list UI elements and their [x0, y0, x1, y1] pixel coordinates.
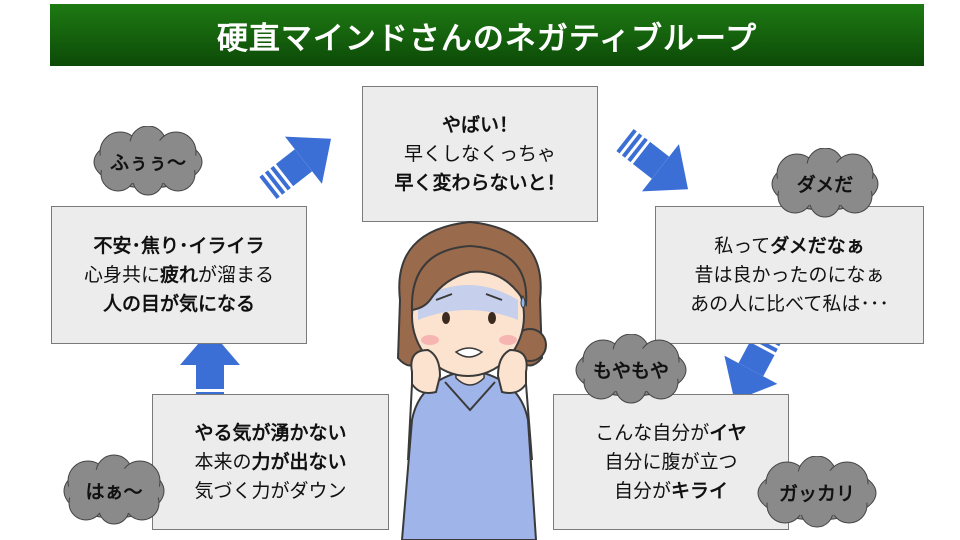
- cloud-moya: もやもや: [570, 333, 692, 404]
- cloud-shape: [771, 147, 879, 218]
- box-top: やばい！ 早くしなくっちゃ 早く変わらないと！: [362, 86, 598, 222]
- box-bottom-left-line2: 本来の力が出ない: [194, 450, 347, 473]
- box-right: 私ってダメだなぁ 昔は良かったのになぁ あの人に比べて私は･･･: [655, 206, 924, 344]
- box-bottom-left-line1: やる気が湧かない: [194, 421, 347, 444]
- box-top-line1: やばい！: [441, 113, 518, 136]
- cloud-shape: [93, 125, 203, 196]
- box-top-line2: 早くしなくっちゃ: [403, 142, 556, 165]
- cloud-dame: ダメだ: [766, 147, 884, 218]
- box-right-line2: 昔は良かったのになぁ: [694, 263, 885, 286]
- box-bottom-right: こんな自分がイヤ 自分に腹が立つ 自分がキライ: [553, 394, 789, 530]
- cloud-shape: [757, 455, 877, 528]
- diagram-title: 硬直マインドさんのネガティブループ: [50, 4, 924, 66]
- box-right-line3: あの人に比べて私は･･･: [690, 292, 889, 315]
- box-bottom-right-line1: こんな自分がイヤ: [595, 421, 747, 444]
- box-top-line3: 早く変わらないと！: [394, 171, 566, 194]
- box-left-line2: 心身共に疲れが溜まる: [83, 263, 275, 286]
- cloud-dame-label: ダメだ: [796, 173, 854, 196]
- cloud-haa-label: はぁ〜: [85, 480, 143, 503]
- cloud-gakkari: ガッカリ: [752, 455, 882, 528]
- cloud-fuu: ふぅぅ〜: [88, 125, 208, 196]
- cloud-shape: [63, 454, 165, 525]
- cloud-haa: はぁ〜: [58, 454, 170, 526]
- cloud-gakkari-label: ガッカリ: [778, 482, 855, 505]
- box-right-line1: 私ってダメだなぁ: [714, 234, 865, 257]
- box-bottom-left: やる気が湧かない 本来の力が出ない 気づく力がダウン: [152, 394, 389, 530]
- box-bottom-right-line3: 自分がキライ: [613, 479, 729, 502]
- cloud-fuu-label: ふぅぅ〜: [109, 151, 186, 174]
- cloud-moya-label: もやもや: [592, 359, 669, 382]
- box-left-line1: 不安･焦り･イライラ: [93, 234, 265, 257]
- box-bottom-left-line3: 気づく力がダウン: [194, 479, 347, 502]
- box-bottom-right-line2: 自分に腹が立つ: [604, 450, 738, 473]
- cloud-shape: [575, 333, 687, 404]
- box-left-line3: 人の目が気になる: [102, 292, 255, 315]
- box-left: 不安･焦り･イライラ 心身共に疲れが溜まる 人の目が気になる: [51, 206, 307, 344]
